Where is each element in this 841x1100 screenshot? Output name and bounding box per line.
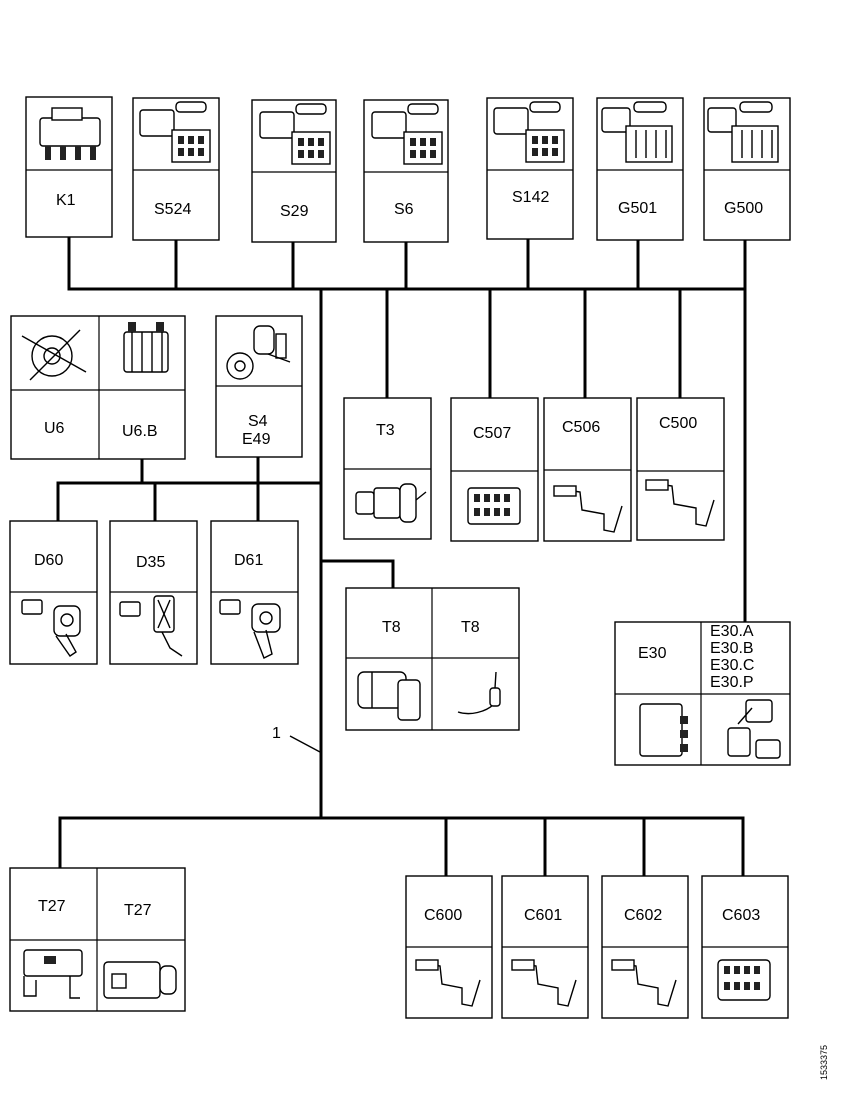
terminal-pin-icon: [553, 485, 623, 533]
label-s29: S29: [280, 203, 309, 220]
multi-pin-connector-icon: [717, 959, 771, 1001]
component-d61: D61: [210, 520, 299, 665]
label-s4: S4: [248, 413, 268, 430]
control-unit-icon: [639, 703, 688, 757]
terminal-pin-icon: [415, 959, 481, 1007]
component-s142: S142: [486, 97, 574, 240]
label-u6-b: U6.B: [122, 423, 158, 440]
label-e30-p: E30.P: [710, 674, 754, 691]
component-s29: S29: [251, 99, 337, 243]
label-s524: S524: [154, 201, 191, 218]
component-e30: E30 E30.A E30.B E30.C E30.P: [614, 621, 791, 766]
component-c600: C600: [405, 875, 493, 1019]
label-k1: K1: [56, 192, 76, 209]
switch-connector-icon: [259, 103, 331, 165]
terminal-pin-icon: [645, 479, 715, 527]
component-t8: T8 T8: [345, 587, 520, 731]
component-s6: S6: [363, 99, 449, 243]
component-g501: G501: [596, 97, 684, 241]
label-t27-plug: T27: [124, 902, 152, 919]
label-c600: C600: [424, 907, 462, 924]
harness-callout-number: 1: [272, 725, 281, 742]
sensor-plug-icon: [103, 961, 177, 999]
switch-connector-icon: [139, 101, 211, 163]
sensor-housing-icon: [23, 949, 83, 999]
component-c601: C601: [501, 875, 589, 1019]
label-g501: G501: [618, 200, 657, 217]
sensor-icon: [355, 483, 427, 523]
component-u6: U6 U6.B: [10, 315, 186, 460]
component-d35: D35: [109, 520, 198, 665]
component-t27: T27 T27: [9, 867, 186, 1012]
multi-pin-connector-icon: [601, 101, 673, 163]
multi-pin-connector-icon: [707, 101, 779, 163]
label-s6: S6: [394, 201, 414, 218]
component-t3: T3: [343, 397, 432, 540]
control-unit-icon: [123, 322, 169, 373]
label-t3: T3: [376, 422, 395, 439]
label-c601: C601: [524, 907, 562, 924]
actuator-icon: [219, 599, 281, 659]
component-c603: C603: [701, 875, 789, 1019]
connector-set-icon: [727, 699, 781, 759]
label-c603: C603: [722, 907, 760, 924]
terminal-pin-icon: [611, 959, 677, 1007]
switch-connector-icon: [371, 103, 443, 165]
switch-connector-icon: [493, 101, 565, 163]
temperature-probe-icon: [457, 671, 501, 715]
label-e30-b: E30.B: [710, 640, 754, 657]
component-d60: D60: [9, 520, 98, 665]
sensor-connector-icon: [357, 671, 421, 721]
label-t8-connector: T8: [382, 619, 401, 636]
figure-reference-number: 1533375: [819, 1045, 829, 1080]
component-s4-e49: S4 E49: [215, 315, 303, 458]
label-s142: S142: [512, 189, 549, 206]
label-c507: C507: [473, 425, 511, 442]
component-g500: G500: [703, 97, 791, 241]
component-c602: C602: [601, 875, 689, 1019]
label-c602: C602: [624, 907, 662, 924]
multi-pin-connector-icon: [467, 487, 521, 525]
actuator-icon: [119, 595, 183, 657]
label-c500: C500: [659, 415, 697, 432]
label-g500: G500: [724, 200, 763, 217]
label-d60: D60: [34, 552, 63, 569]
label-e49: E49: [242, 431, 271, 448]
label-t8-sensor: T8: [461, 619, 480, 636]
label-d61: D61: [234, 552, 263, 569]
ignition-switch-icon: [226, 325, 291, 380]
steering-module-icon: [21, 329, 87, 381]
component-c507: C507: [450, 397, 539, 542]
component-c500: C500: [636, 397, 725, 541]
actuator-icon: [21, 599, 81, 657]
harness-wires: [56, 235, 747, 878]
component-c506: C506: [543, 397, 632, 542]
label-e30-c: E30.C: [710, 657, 754, 674]
label-e30: E30: [638, 645, 667, 662]
terminal-pin-icon: [511, 959, 577, 1007]
relay-box-icon: [39, 107, 101, 160]
harness-callout: 1: [272, 725, 321, 753]
label-u6: U6: [44, 420, 65, 437]
component-s524: S524: [132, 97, 220, 241]
label-c506: C506: [562, 419, 600, 436]
component-k1: K1: [25, 96, 113, 238]
label-t27-housing: T27: [38, 898, 66, 915]
label-d35: D35: [136, 554, 165, 571]
label-e30-a: E30.A: [710, 623, 754, 640]
